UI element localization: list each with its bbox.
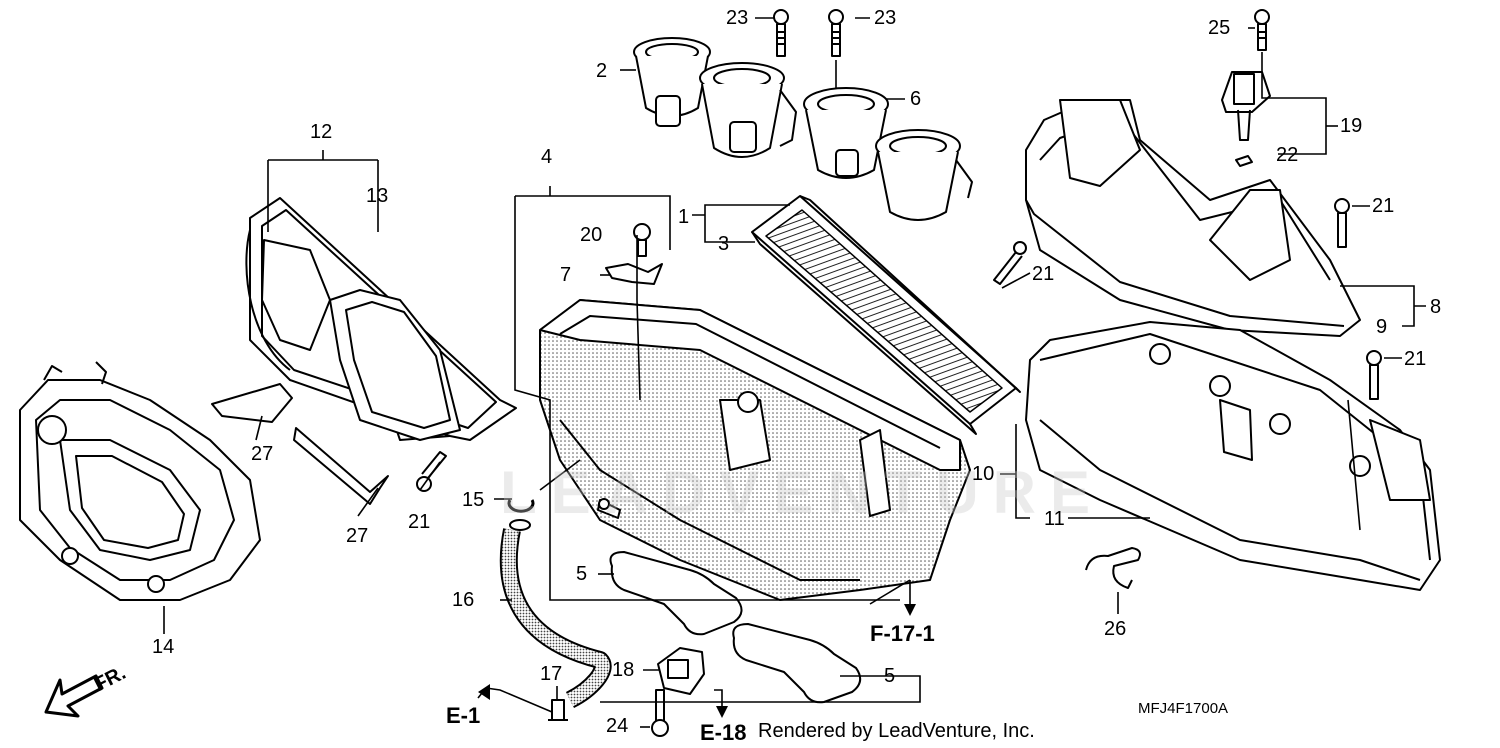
callout-2: 2 <box>596 60 608 82</box>
clip-27-lower <box>293 427 389 505</box>
clamp-26 <box>1085 547 1141 589</box>
callout-18: 18 <box>612 659 635 681</box>
reference-f17[interactable]: F-17-1 <box>870 621 935 646</box>
callout-27-upper: 27 <box>251 443 274 465</box>
sensor-18 <box>657 647 705 695</box>
callout-27-lower: 27 <box>346 525 369 547</box>
callout-21-cover-mid: 21 <box>1404 348 1427 370</box>
callout-16: 16 <box>452 589 475 611</box>
bolt-23-left <box>773 9 789 57</box>
callout-5-upper: 5 <box>576 563 588 585</box>
callout-24: 24 <box>606 715 629 737</box>
upper-cover-8 <box>1025 99 1361 337</box>
callout-10: 10 <box>972 463 995 485</box>
bolt-23-right <box>828 9 844 57</box>
filter-element-1-3 <box>751 195 1021 435</box>
bolt-21-cover-top <box>1334 198 1350 248</box>
callout-26: 26 <box>1104 618 1127 640</box>
callout-9: 9 <box>1376 316 1388 338</box>
stay-7 <box>605 263 663 285</box>
callout-14: 14 <box>152 636 175 658</box>
packing-5-upper <box>609 551 743 636</box>
lower-case-10-11 <box>1025 321 1441 591</box>
callout-22: 22 <box>1276 144 1299 166</box>
bolt-21-cover-mid <box>1366 350 1382 400</box>
clip-15 <box>507 499 535 513</box>
watermark: LEADVENTURE <box>500 459 1105 526</box>
callout-8: 8 <box>1430 296 1442 318</box>
callout-3: 3 <box>718 233 730 255</box>
callout-25: 25 <box>1208 17 1231 39</box>
callout-7: 7 <box>560 264 572 286</box>
front-arrow-icon <box>44 674 104 718</box>
reference-e1[interactable]: E-1 <box>446 703 481 728</box>
bolt-17 <box>548 699 568 721</box>
bolt-21-seal <box>416 451 447 492</box>
callout-19: 19 <box>1340 115 1363 137</box>
front-duct-14 <box>19 361 261 601</box>
callout-4: 4 <box>541 146 553 168</box>
seal-12-13 <box>245 197 517 441</box>
leader-lines <box>163 17 1426 728</box>
breather-hose-16 <box>499 519 612 709</box>
bolt-21-filter <box>993 241 1027 285</box>
callout-1: 1 <box>678 206 690 228</box>
air-cleaner-housing-4 <box>539 299 971 601</box>
callout-21-cover-top: 21 <box>1372 195 1395 217</box>
packing-5-lower <box>732 623 862 704</box>
credit-text: Rendered by LeadVenture, Inc. <box>758 720 1035 742</box>
callout-21-filter: 21 <box>1032 263 1055 285</box>
callout-15: 15 <box>462 489 485 511</box>
funnel-2 <box>633 37 797 158</box>
callout-13: 13 <box>366 185 389 207</box>
callout-21-seal: 21 <box>408 511 431 533</box>
bolt-25 <box>1254 9 1270 51</box>
diagram-code: MFJ4F1700A <box>1138 700 1229 717</box>
funnel-6 <box>803 87 973 221</box>
clip-27-upper <box>211 383 293 423</box>
bolt-24 <box>651 689 669 737</box>
callout-5-lower: 5 <box>884 665 896 687</box>
callout-6: 6 <box>910 88 922 110</box>
callout-20: 20 <box>580 224 603 246</box>
callout-11: 11 <box>1044 508 1065 530</box>
callout-17: 17 <box>540 663 563 685</box>
screw-20 <box>633 223 651 257</box>
reference-arrows <box>478 604 916 718</box>
reference-e18[interactable]: E-18 <box>700 720 747 745</box>
callout-23-right: 23 <box>874 7 897 29</box>
callout-23-left: 23 <box>726 7 749 29</box>
sensor-19 <box>1221 71 1271 167</box>
callout-12: 12 <box>310 121 333 143</box>
